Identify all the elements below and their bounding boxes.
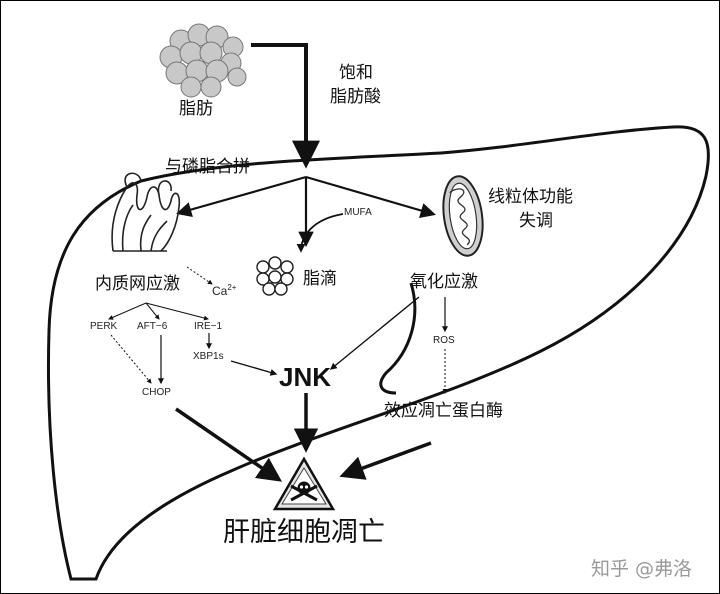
label-saturated-1: 饱和 (339, 63, 373, 83)
label-hepatocyte-apoptosis: 肝脏细胞凋亡 (223, 517, 385, 548)
label-mufa: MUFA (344, 207, 372, 218)
lipid-droplet-icon (256, 256, 294, 296)
label-mito-1: 线粒体功能 (488, 187, 573, 207)
label-calcium: Ca2+ (212, 283, 237, 298)
label-phospholipid: 与磷脂合拼 (165, 157, 250, 177)
watermark: 知乎 @弗洛 (591, 558, 693, 580)
label-er-stress: 内质网应激 (95, 274, 180, 294)
label-ros: ROS (433, 335, 455, 346)
arrow-to-ire1 (145, 302, 209, 321)
label-perk: PERK (90, 321, 118, 332)
label-fat: 脂肪 (179, 99, 213, 119)
label-aft6: AFT−6 (137, 321, 168, 332)
label-oxidative-stress: 氧化应激 (410, 272, 478, 292)
caspase-to-apoptosis-arrow (339, 441, 432, 480)
label-caspase: 效应凋亡蛋白酶 (384, 401, 503, 421)
perk-to-chop-arrow (110, 334, 152, 384)
label-jnk: JNK (279, 362, 332, 392)
skull-hazard-icon (272, 456, 336, 511)
label-xbp1s: XBP1s (193, 351, 224, 362)
mufa-arrow (296, 213, 344, 253)
oxidative-to-jnk-arrow (329, 296, 420, 370)
label-ire1: IRE−1 (194, 321, 223, 332)
mitochondria-icon (442, 175, 484, 257)
chop-to-apoptosis-arrow (175, 407, 283, 482)
label-chop: CHOP (142, 387, 171, 398)
xbp1s-to-jnk-arrow (230, 360, 278, 376)
label-lipid-droplet: 脂滴 (303, 269, 337, 289)
er-icon (111, 172, 181, 252)
arrow-to-er (176, 175, 307, 218)
arrow-to-mito (305, 175, 436, 218)
label-saturated-2: 脂肪酸 (330, 87, 381, 107)
saturated-fa-arrow (251, 43, 320, 169)
ca-dotted-arrow (186, 266, 213, 285)
arrow-to-perk (108, 302, 147, 320)
organ-inner-curve (379, 282, 417, 395)
label-mito-2: 失调 (519, 211, 553, 231)
arrow-to-aft6 (145, 302, 160, 320)
fat-cluster-icon (159, 23, 247, 98)
